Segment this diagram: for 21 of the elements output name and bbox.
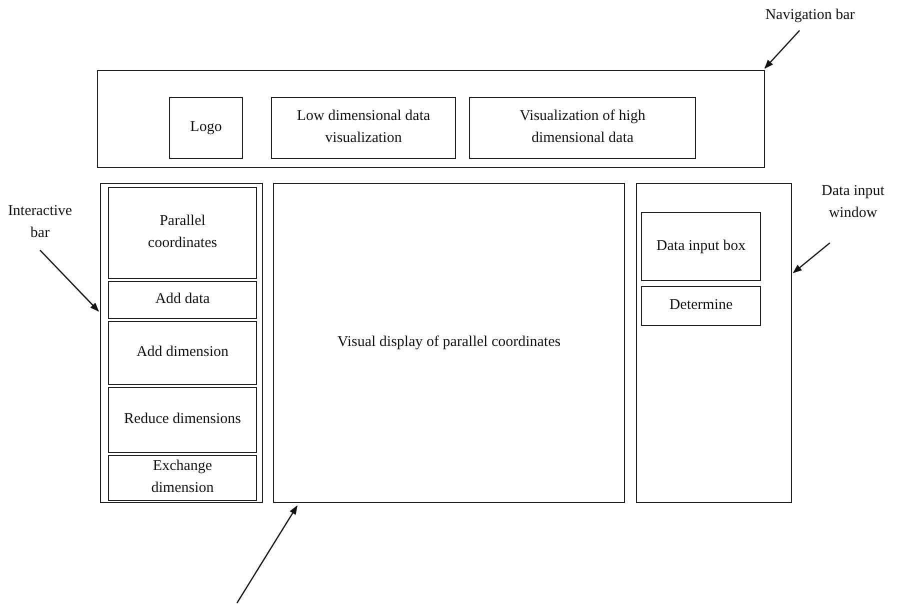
arrow [764, 30, 800, 69]
menu-button: Low dimensional data visualization [271, 97, 456, 159]
menu-button: Logo [169, 97, 243, 159]
menu-button: Add dimension [108, 321, 257, 385]
menu-button: Add data [108, 281, 257, 319]
callout-label: Navigation bar [745, 4, 875, 28]
arrow [40, 250, 99, 312]
arrow [236, 505, 298, 604]
input-field: Data input box [641, 212, 761, 281]
display-area: Visual display of parallel coordinates [273, 183, 625, 503]
menu-button: Reduce dimensions [108, 387, 257, 453]
side-panel [636, 183, 792, 503]
navigation-panel [97, 70, 765, 168]
callout-label: Data input window [818, 168, 888, 238]
menu-button: Exchange dimension [108, 455, 257, 501]
menu-button: Parallel coordinates [108, 187, 257, 279]
menu-button: Determine [641, 286, 761, 326]
arrow [792, 242, 830, 274]
side-panel [100, 183, 263, 503]
callout-label: Interactive bar [0, 200, 80, 246]
menu-button: Visualization of high dimensional data [469, 97, 696, 159]
